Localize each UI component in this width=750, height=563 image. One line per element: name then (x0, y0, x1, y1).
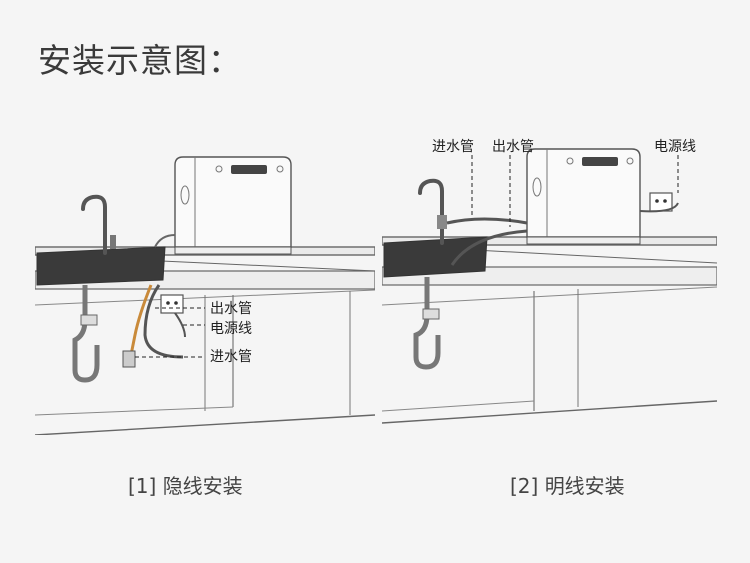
dishwasher (154, 156, 292, 255)
faucet (81, 194, 107, 255)
label-power-cord: 电源线 (654, 139, 696, 155)
page-title: 安装示意图： (38, 41, 242, 80)
exposed-installation-illustration: 进水管 出水管 电源线 (382, 139, 717, 424)
label-inlet-hose: 进水管 (432, 139, 474, 155)
caption-concealed-installation: [1] 隐线安装 (128, 474, 243, 498)
caption-exposed-installation: [2] 明线安装 (510, 474, 625, 498)
diagram-exposed-installation: 进水管 出水管 电源线 (382, 95, 717, 435)
label-inlet-hose: 进水管 (210, 349, 252, 365)
power-socket (649, 192, 673, 212)
concealed-installation-illustration: 出水管 电源线 进水管 (35, 156, 375, 435)
label-power-cord: 电源线 (210, 321, 252, 337)
power-socket (160, 294, 184, 314)
diagram-concealed-installation: 出水管 电源线 进水管 (35, 95, 375, 435)
sink-basin (36, 246, 166, 286)
dishwasher (526, 148, 641, 245)
label-outlet-hose: 出水管 (210, 301, 252, 317)
label-outlet-hose: 出水管 (492, 139, 534, 155)
